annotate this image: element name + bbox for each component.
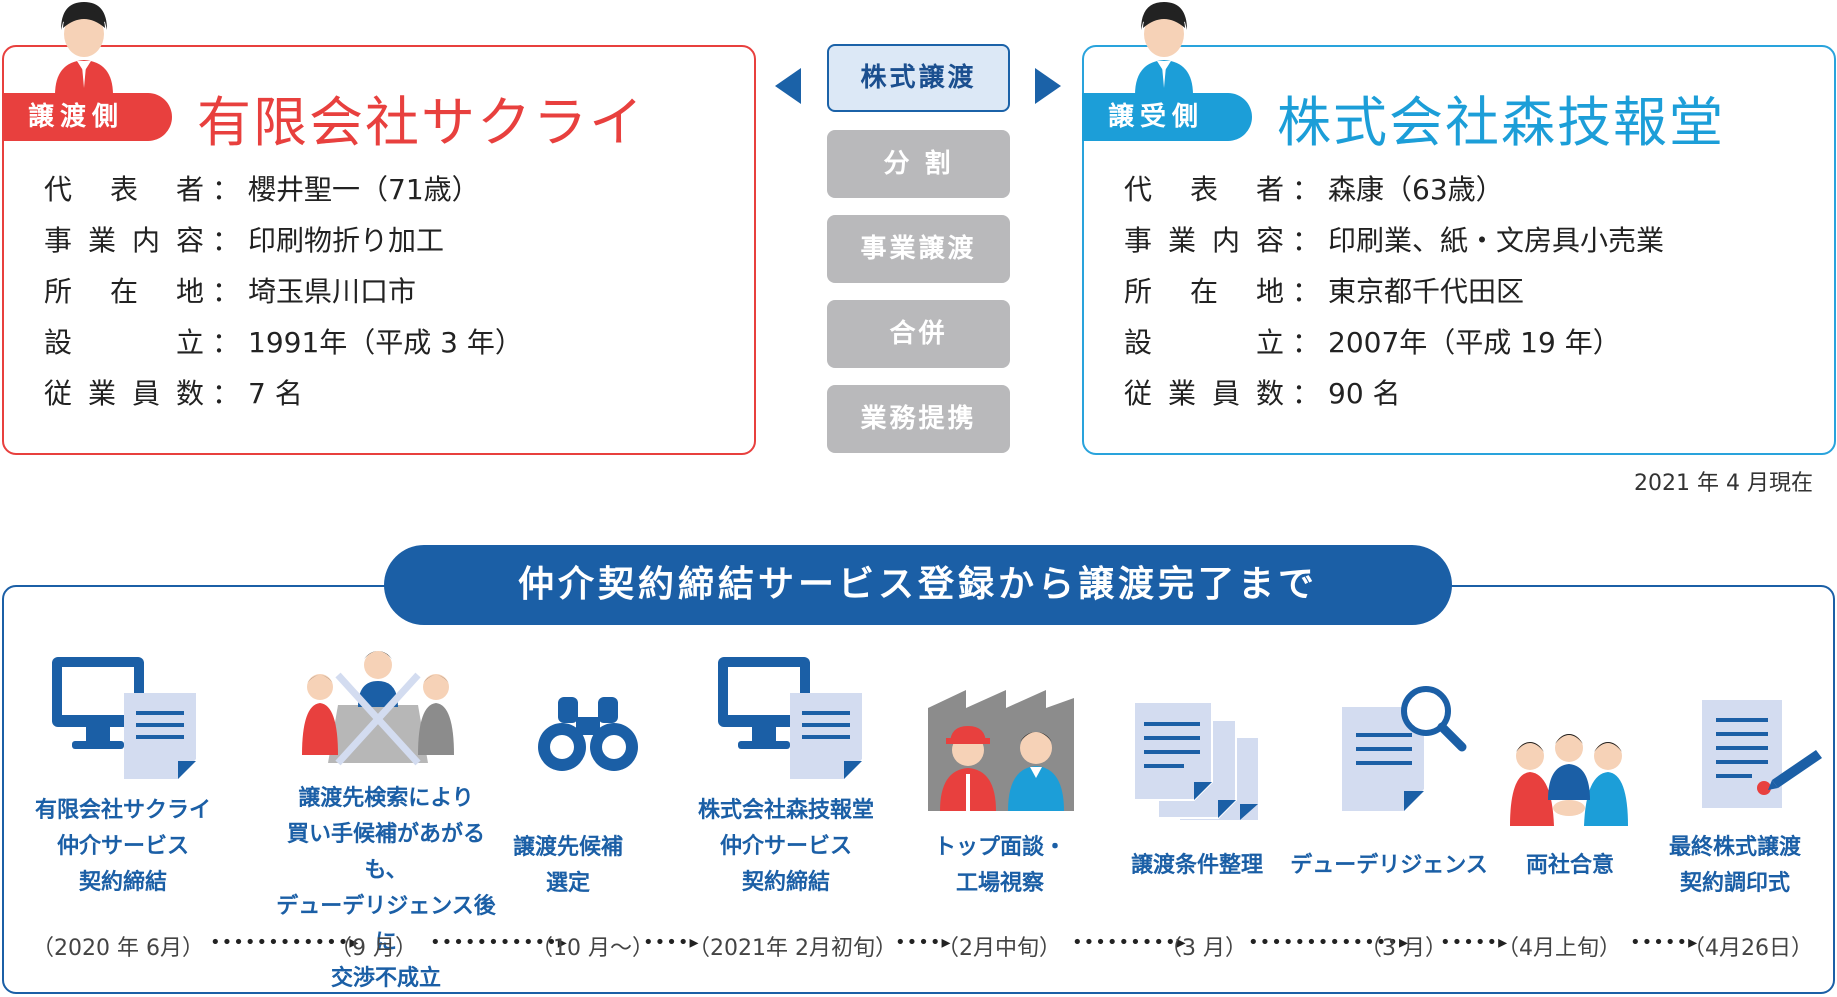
- timeline-arrow-icon: •••••▸: [1630, 932, 1699, 953]
- buyer-row-business: 事業内容：印刷業、紙・文房具小売業: [1124, 224, 1665, 257]
- step-label-7: デューデリジェンス: [1290, 853, 1488, 878]
- step-label-1: 有限会社サクライ 仲介サービス 契約締結: [34, 798, 211, 895]
- scheme-stock-transfer: 株式譲渡: [827, 44, 1010, 112]
- buyer-row-representative: 代表者：森康（63歳）: [1124, 173, 1504, 206]
- people-crossed-icon: [298, 645, 458, 774]
- step-date-4: （2021年 2月初旬）: [688, 936, 897, 961]
- timeline-arrow-icon: •••••••••••▸: [430, 932, 568, 953]
- step-label-5: トップ面談・ 工場視察: [933, 835, 1066, 896]
- buyer-row-founded: 設立：2007年（平成 19 年）: [1124, 326, 1621, 359]
- seller-role-tab: 譲渡側: [2, 93, 172, 141]
- computer-document-icon: [716, 655, 866, 789]
- step-label-4: 株式会社森技報堂 仲介サービス 契約締結: [697, 798, 874, 895]
- scheme-split: 分 割: [827, 130, 1010, 198]
- scheme-merger: 合併: [827, 300, 1010, 368]
- step-label-3: 譲渡先候補 選定: [512, 835, 623, 896]
- documents-stack-icon: [1132, 700, 1262, 824]
- buyer-person-icon: [1133, 0, 1195, 99]
- seller-company-name: 有限会社サクライ: [197, 91, 645, 154]
- buyer-role-tab: 譲受側: [1082, 93, 1252, 141]
- seller-row-business: 事業内容：印刷物折り加工: [44, 224, 445, 257]
- step-label-9: 最終株式譲渡 契約調印式: [1668, 835, 1801, 896]
- seller-person-icon: [53, 0, 115, 99]
- step-date-1: （2020 年 6月）: [32, 936, 204, 961]
- seller-row-representative: 代表者：櫻井聖一（71歳）: [44, 173, 480, 206]
- document-search-icon: [1338, 685, 1468, 819]
- step-date-8: （4月上旬）: [1497, 936, 1621, 961]
- binoculars-icon: [536, 695, 640, 779]
- step-label-2: 譲渡先検索により 買い手候補があがるも、 デューデリジェンス後に 交渉不成立: [276, 786, 496, 991]
- process-title: 仲介契約締結サービス登録から譲渡完了まで: [384, 545, 1452, 625]
- computer-document-icon: [50, 655, 200, 789]
- step-date-7: （3 月）: [1360, 936, 1447, 961]
- scheme-business-transfer: 事業譲渡: [827, 215, 1010, 283]
- timeline-arrow-icon: ••••▸: [643, 932, 700, 953]
- step-date-9: （4月26日）: [1683, 936, 1813, 961]
- step-label-8: 両社合意: [1525, 853, 1614, 878]
- timeline-arrow-icon: •••••••••••••▸: [1248, 932, 1410, 953]
- step-date-5: （2月中旬）: [937, 936, 1061, 961]
- buyer-row-employees: 従業員数：90 名: [1124, 377, 1401, 410]
- left-arrow-icon: [775, 68, 801, 104]
- right-arrow-icon: [1035, 68, 1061, 104]
- scheme-alliance: 業務提携: [827, 385, 1010, 453]
- step-label-6: 譲渡条件整理: [1130, 853, 1263, 878]
- seller-row-employees: 従業員数：7 名: [44, 377, 303, 410]
- step-date-3: （10 月～）: [531, 936, 654, 961]
- as-of-date: 2021 年 4 月現在: [1634, 471, 1813, 496]
- timeline-arrow-icon: ••••••••••••▸: [210, 932, 360, 953]
- timeline-arrow-icon: •••••••••▸: [1072, 932, 1187, 953]
- buyer-row-location: 所在地：東京都千代田区: [1124, 275, 1525, 308]
- factory-meeting-icon: [926, 688, 1076, 817]
- seller-row-founded: 設立：1991年（平成 3 年）: [44, 326, 523, 359]
- step-date-2: （9 月）: [330, 936, 417, 961]
- signing-pen-icon: [1700, 698, 1825, 814]
- timeline-arrow-icon: •••••▸: [1440, 932, 1509, 953]
- timeline-arrow-icon: ••••▸: [895, 932, 952, 953]
- handshake-icon: [1508, 730, 1630, 830]
- step-date-6: （3 月）: [1160, 936, 1247, 961]
- buyer-company-name: 株式会社森技報堂: [1277, 91, 1725, 154]
- seller-row-location: 所在地：埼玉県川口市: [44, 275, 417, 308]
